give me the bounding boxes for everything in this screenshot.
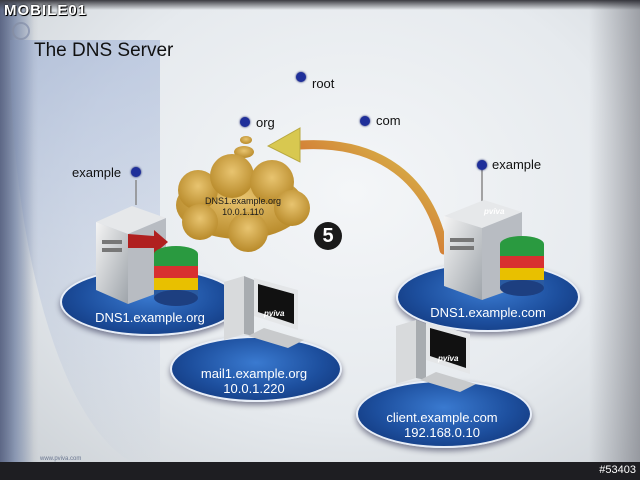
- mail1-platform: [170, 336, 342, 402]
- bubble-small: [240, 136, 252, 144]
- client-ip: 192.168.0.10: [404, 425, 480, 440]
- example-org-node-dot: [131, 167, 141, 177]
- org-label: org: [256, 115, 275, 130]
- client-label: client.example.com 192.168.0.10: [362, 410, 522, 440]
- example-org-label: example: [72, 165, 122, 180]
- org-node-dot: [240, 117, 250, 127]
- referral-arrowhead: [266, 127, 301, 163]
- slide-corner-logo: [12, 22, 30, 40]
- root-node-dot: [296, 72, 306, 82]
- dns1-org-label: DNS1.example.org: [95, 310, 205, 325]
- site-watermark: MOBILE01: [4, 2, 88, 19]
- example-com-node-dot: [477, 160, 487, 170]
- referral-arrow: [295, 140, 449, 255]
- mail1-hostname: mail1.example.org: [200, 366, 308, 381]
- com-node-dot: [360, 116, 370, 126]
- client-platform: [356, 380, 532, 448]
- mail1-ip: 10.0.1.220: [223, 381, 285, 396]
- cloud-hostname: DNS1.example.org: [204, 196, 282, 206]
- mail1-label: mail1.example.org 10.0.1.220: [176, 366, 332, 396]
- footer-logo: www.pviva.com: [40, 456, 82, 462]
- example-com-label: example: [492, 157, 542, 172]
- step-number-badge: 5: [314, 222, 342, 250]
- dns1-org-server-icon: [96, 206, 198, 306]
- client-brand: pviva: [438, 354, 459, 363]
- dns1-com-server-icon: [444, 200, 544, 300]
- dns1-com-label: DNS1.example.com: [430, 305, 546, 320]
- mail1-workstation-icon: [224, 276, 304, 348]
- client-workstation-icon: [396, 320, 476, 392]
- com-label: com: [376, 113, 401, 128]
- photo-id: #53403: [599, 464, 636, 476]
- bottom-bar: [0, 462, 640, 480]
- cloud-shape: [176, 154, 310, 252]
- slide-title: The DNS Server: [34, 40, 174, 61]
- client-hostname: client.example.com: [386, 410, 498, 425]
- mail1-brand: pviva: [264, 309, 285, 318]
- cloud-text: DNS1.example.org 10.0.1.110: [184, 196, 302, 218]
- cloud-ip: 10.0.1.110: [222, 207, 264, 217]
- root-label: root: [312, 76, 335, 91]
- top-shadow: [0, 0, 640, 10]
- dns1-com-brand: pviva: [484, 207, 505, 216]
- bubble-mid: [234, 146, 254, 158]
